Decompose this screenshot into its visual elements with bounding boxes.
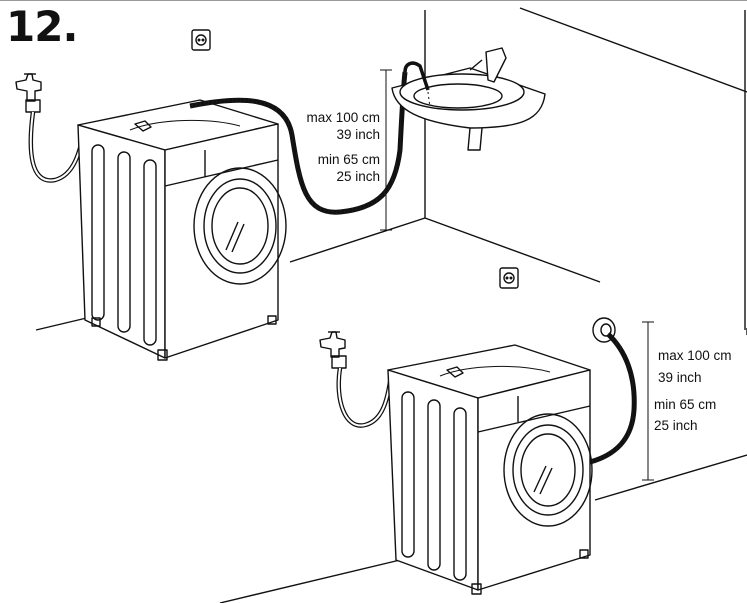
- lower-min-height-inch: 25 inch: [654, 418, 698, 433]
- floor-line-lower-right: [594, 454, 747, 501]
- upper-scene: [15, 7, 747, 361]
- height-dimension: [642, 321, 654, 481]
- upper-max-height-inch: 39 inch: [336, 127, 380, 142]
- upper-min-height-cm: min 65 cm: [317, 152, 380, 167]
- lower-min-height-cm: min 65 cm: [654, 397, 717, 412]
- washing-machine-icon: [77, 99, 287, 361]
- lower-scene: [219, 10, 747, 603]
- washing-machine-icon: [387, 344, 593, 595]
- water-tap-icon: [15, 73, 42, 113]
- floor-line-right: [424, 217, 601, 283]
- upper-min-height-inch: 25 inch: [336, 169, 380, 184]
- power-socket-icon: [499, 267, 519, 289]
- water-tap-icon: [319, 331, 347, 369]
- sink-icon: [391, 47, 546, 151]
- floor-line-lower-front: [219, 559, 401, 603]
- top-frame-line: [0, 0, 747, 1]
- upper-max-height-cm: max 100 cm: [306, 110, 380, 125]
- floor-line-left: [289, 217, 426, 263]
- lower-max-height-cm: max 100 cm: [658, 348, 732, 363]
- inlet-hose: [28, 111, 88, 183]
- drain-hose: [589, 332, 637, 465]
- power-socket-icon: [191, 29, 211, 51]
- height-dimension: [380, 69, 392, 231]
- step-number: 12.: [6, 2, 78, 51]
- ceiling-line: [519, 7, 747, 93]
- lower-max-height-inch: 39 inch: [658, 370, 702, 385]
